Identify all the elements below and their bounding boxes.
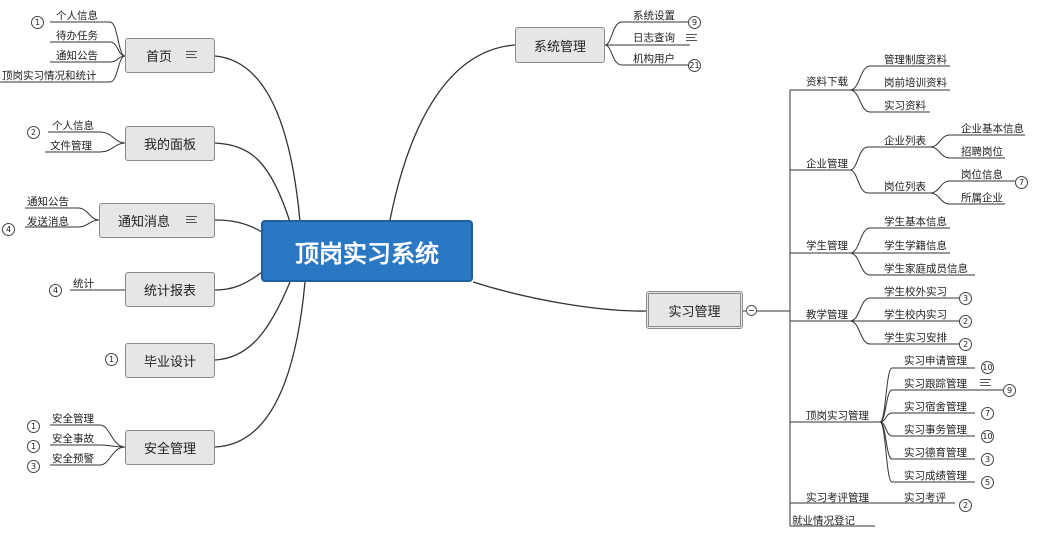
- count-badge: 10: [981, 430, 994, 443]
- topjob-child[interactable]: 实习事务管理: [904, 424, 967, 436]
- graduation-node[interactable]: 毕业设计: [125, 343, 215, 378]
- teaching-label[interactable]: 教学管理: [806, 309, 848, 321]
- enterprise-label[interactable]: 企业管理: [806, 158, 848, 170]
- topjob-label[interactable]: 顶岗实习管理: [806, 410, 869, 422]
- count-badge: 1: [27, 440, 40, 453]
- count-badge: 21: [688, 59, 701, 72]
- homepage-child[interactable]: 顶岗实习情况和统计: [2, 70, 97, 82]
- notices-child[interactable]: 通知公告: [27, 196, 69, 208]
- note-icon[interactable]: [980, 379, 991, 387]
- count-badge: 9: [688, 16, 701, 29]
- students-child[interactable]: 学生家庭成员信息: [884, 263, 968, 275]
- count-badge: 4: [49, 284, 62, 297]
- topjob-child[interactable]: 实习申请管理: [904, 355, 967, 367]
- count-badge: 2: [27, 126, 40, 139]
- count-badge: 10: [981, 361, 994, 374]
- dashboard-node[interactable]: 我的面板: [125, 126, 215, 161]
- system-node[interactable]: 系统管理: [515, 27, 605, 63]
- safety-child[interactable]: 安全预警: [52, 453, 94, 465]
- evaluation-label[interactable]: 实习考评管理: [806, 492, 869, 504]
- enterprise-list-child[interactable]: 招聘岗位: [961, 146, 1003, 158]
- safety-child[interactable]: 安全管理: [52, 413, 94, 425]
- homepage-label: 首页: [146, 50, 173, 65]
- teaching-child[interactable]: 学生校外实习: [884, 286, 947, 298]
- collapse-toggle-icon[interactable]: [746, 305, 757, 316]
- note-icon[interactable]: [686, 34, 697, 42]
- enterprise-list[interactable]: 企业列表: [884, 135, 926, 147]
- root-node[interactable]: 顶岗实习系统: [261, 220, 473, 282]
- count-badge: 3: [27, 460, 40, 473]
- internship-node[interactable]: 实习管理: [646, 291, 743, 329]
- count-badge: 3: [981, 453, 994, 466]
- students-label[interactable]: 学生管理: [806, 240, 848, 252]
- homepage-child[interactable]: 待办任务: [56, 30, 98, 42]
- enterprise-list-child[interactable]: 企业基本信息: [961, 123, 1024, 135]
- enterprise-post-child[interactable]: 岗位信息: [961, 169, 1003, 181]
- count-badge: 2: [959, 338, 972, 351]
- reports-node[interactable]: 统计报表: [125, 272, 215, 307]
- count-badge: 1: [105, 353, 118, 366]
- safety-child[interactable]: 安全事故: [52, 433, 94, 445]
- count-badge: 3: [959, 292, 972, 305]
- count-badge: 2: [959, 499, 972, 512]
- system-child[interactable]: 机构用户: [633, 53, 675, 65]
- topjob-child[interactable]: 实习跟踪管理: [904, 378, 967, 390]
- count-badge: 1: [31, 16, 44, 29]
- notices-node[interactable]: 通知消息: [99, 203, 215, 238]
- count-badge: 7: [1015, 176, 1028, 189]
- notices-label: 通知消息: [118, 215, 171, 230]
- downloads-label[interactable]: 资料下载: [806, 76, 848, 88]
- notices-child[interactable]: 发送消息: [27, 216, 69, 228]
- note-icon[interactable]: [186, 216, 197, 224]
- topjob-child[interactable]: 实习宿舍管理: [904, 401, 967, 413]
- students-child[interactable]: 学生基本信息: [884, 216, 947, 228]
- count-badge: 2: [959, 315, 972, 328]
- count-badge: 4: [2, 223, 15, 236]
- students-child[interactable]: 学生学籍信息: [884, 240, 947, 252]
- downloads-child[interactable]: 岗前培训资料: [884, 77, 947, 89]
- safety-node[interactable]: 安全管理: [125, 430, 215, 465]
- teaching-child[interactable]: 学生实习安排: [884, 332, 947, 344]
- enterprise-posts[interactable]: 岗位列表: [884, 181, 926, 193]
- evaluation-child[interactable]: 实习考评: [904, 492, 946, 504]
- homepage-child[interactable]: 个人信息: [56, 10, 98, 22]
- count-badge: 9: [1003, 384, 1016, 397]
- enterprise-post-child[interactable]: 所属企业: [961, 192, 1003, 204]
- homepage-child[interactable]: 通知公告: [56, 50, 98, 62]
- system-child[interactable]: 系统设置: [633, 10, 675, 22]
- count-badge: 5: [981, 476, 994, 489]
- topjob-child[interactable]: 实习德育管理: [904, 447, 967, 459]
- teaching-child[interactable]: 学生校内实习: [884, 309, 947, 321]
- topjob-child[interactable]: 实习成绩管理: [904, 470, 967, 482]
- note-icon[interactable]: [186, 51, 197, 59]
- system-child[interactable]: 日志查询: [633, 32, 675, 44]
- employment-label[interactable]: 就业情况登记: [792, 515, 855, 527]
- dashboard-child[interactable]: 个人信息: [52, 120, 94, 132]
- count-badge: 7: [981, 407, 994, 420]
- count-badge: 1: [27, 420, 40, 433]
- dashboard-child[interactable]: 文件管理: [50, 140, 92, 152]
- reports-child[interactable]: 统计: [73, 278, 94, 290]
- homepage-node[interactable]: 首页: [125, 38, 215, 73]
- downloads-child[interactable]: 实习资料: [884, 100, 926, 112]
- downloads-child[interactable]: 管理制度资料: [884, 54, 947, 66]
